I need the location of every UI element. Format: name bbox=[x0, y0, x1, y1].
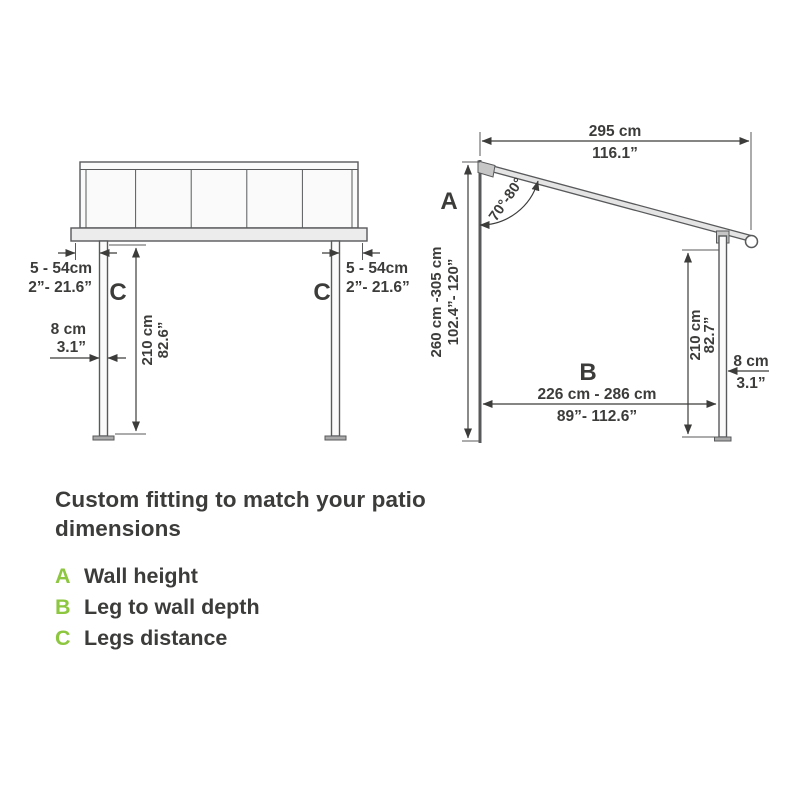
label-c-left: C bbox=[109, 279, 126, 306]
dim-text: 8 cm bbox=[733, 353, 768, 370]
side-roof-beam bbox=[479, 161, 752, 243]
dim-text: 260 cm -305 cm bbox=[428, 247, 445, 358]
front-leg-right bbox=[330, 240, 341, 437]
side-wall-bracket bbox=[477, 160, 496, 178]
legend-key-a: A bbox=[55, 563, 71, 588]
dim-text: 5 - 54cm bbox=[346, 260, 408, 277]
dim-text: 295 cm bbox=[589, 123, 642, 140]
dim-text: 5 - 54cm bbox=[30, 260, 92, 277]
front-foot-right bbox=[324, 435, 347, 441]
dim-text: 210 cm bbox=[139, 315, 156, 366]
legend-key-c: C bbox=[55, 625, 71, 650]
legend-title: Custom fitting to match your patio dimen… bbox=[55, 487, 426, 541]
front-view: 5 - 54cm 2”- 21.6” 5 - 54cm 2”- 21.6” C … bbox=[28, 161, 410, 441]
label-a: A bbox=[440, 188, 457, 215]
dim-side-width-top: 295 cm 116.1” bbox=[479, 123, 752, 230]
dim-side-roof-angle: 70°-80° bbox=[479, 175, 540, 230]
dim-text: 2”- 21.6” bbox=[346, 279, 410, 296]
side-foot bbox=[714, 436, 732, 442]
dim-side-leg-width: 8 cm 3.1” bbox=[727, 353, 769, 392]
dim-side-leg-height: 210 cm 82.7” bbox=[682, 249, 719, 438]
dim-text: 3.1” bbox=[57, 339, 86, 356]
front-roof-panel bbox=[70, 161, 368, 242]
legend: Custom fitting to match your patio dimen… bbox=[55, 486, 555, 654]
side-gutter bbox=[744, 234, 759, 249]
angle-text: 70°-80° bbox=[486, 175, 527, 224]
dim-text: 226 cm - 286 cm bbox=[538, 386, 657, 403]
dim-text: 210 cm bbox=[687, 310, 704, 361]
label-c-right: C bbox=[313, 279, 330, 306]
dim-text: 3.1” bbox=[736, 375, 765, 392]
label-b: B bbox=[579, 359, 596, 386]
legend-label-c: Legs distance bbox=[84, 625, 228, 650]
front-beam bbox=[70, 227, 368, 242]
legend-label-b: Leg to wall depth bbox=[84, 594, 260, 619]
front-leg-left bbox=[98, 240, 109, 437]
front-foot-left bbox=[92, 435, 115, 441]
side-leg bbox=[718, 235, 728, 438]
dim-front-leg-width: 8 cm 3.1” bbox=[50, 321, 126, 362]
legend-item-c: C Legs distance bbox=[55, 623, 555, 654]
legend-label-a: Wall height bbox=[84, 563, 198, 588]
dim-side-depth: 226 cm - 286 cm 89”- 112.6” bbox=[482, 386, 717, 425]
legend-key-b: B bbox=[55, 594, 71, 619]
dim-front-leg-range-right: 5 - 54cm 2”- 21.6” bbox=[322, 243, 410, 296]
dim-front-leg-height: 210 cm 82.6” bbox=[109, 244, 172, 435]
dim-side-wall-height: 260 cm -305 cm 102.4”- 120” bbox=[428, 161, 480, 442]
dim-text: 8 cm bbox=[51, 321, 86, 338]
diagram-canvas: 5 - 54cm 2”- 21.6” 5 - 54cm 2”- 21.6” C … bbox=[28, 123, 769, 443]
dim-text: 102.4”- 120” bbox=[445, 259, 462, 346]
legend-items: A Wall height B Leg to wall depth C Legs… bbox=[55, 561, 555, 654]
dim-front-leg-range-left: 5 - 54cm 2”- 21.6” bbox=[28, 243, 117, 296]
dim-text: 82.7” bbox=[701, 317, 718, 354]
dim-text: 82.6” bbox=[155, 322, 172, 359]
dim-text: 2”- 21.6” bbox=[28, 279, 92, 296]
front-panel-outline bbox=[79, 161, 359, 229]
side-view: 295 cm 116.1” A 70°-80° 260 cm -305 cm 1… bbox=[428, 123, 769, 443]
dim-text: 116.1” bbox=[592, 145, 638, 162]
legend-item-a: A Wall height bbox=[55, 561, 555, 592]
front-legs bbox=[92, 240, 347, 441]
dim-text: 89”- 112.6” bbox=[557, 408, 637, 425]
legend-item-b: B Leg to wall depth bbox=[55, 592, 555, 623]
